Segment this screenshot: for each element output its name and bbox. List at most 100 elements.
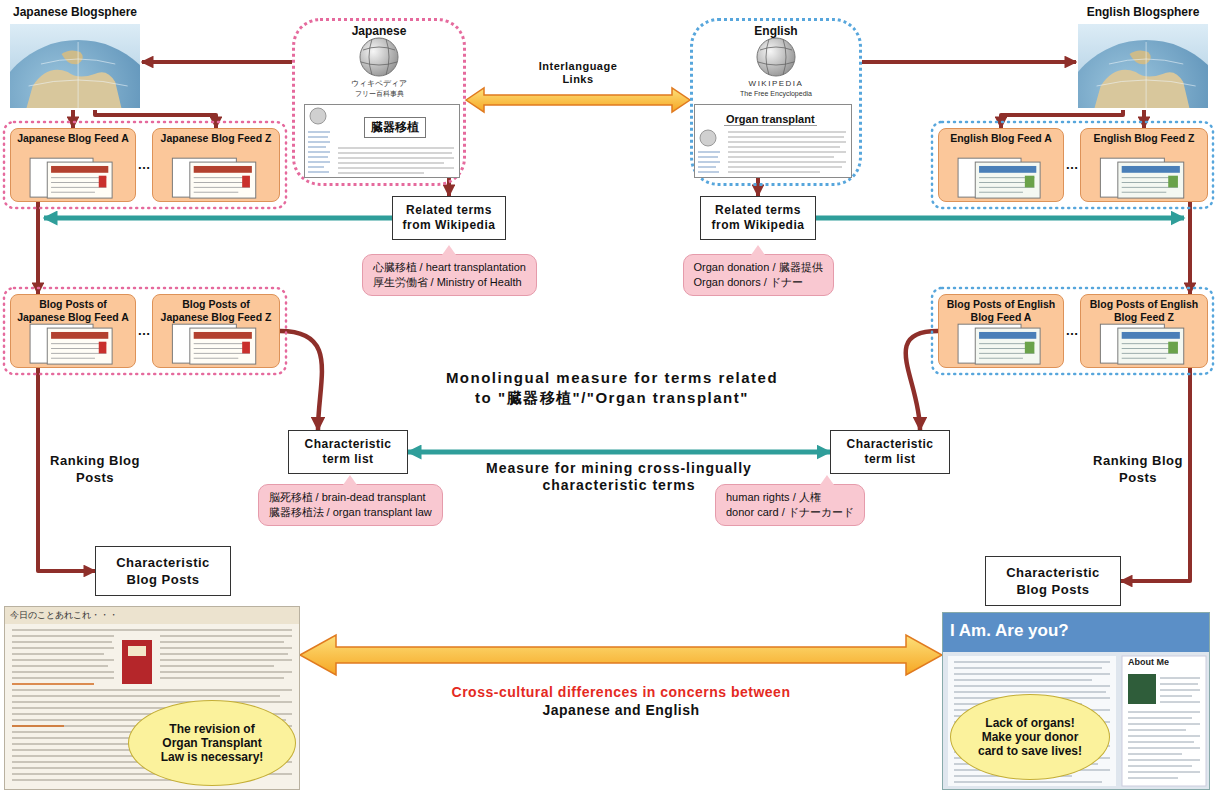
- illustration-part: [242, 176, 250, 188]
- blog-feed: English Blog Feed Z: [1080, 128, 1208, 202]
- illustration-part: [27, 70, 122, 108]
- illustration-part: [979, 344, 1034, 359]
- illustration-part: [695, 105, 852, 178]
- illustration-part: [943, 613, 1209, 652]
- blogsphere-globe: English Blogsphere: [1076, 2, 1210, 110]
- feed-group-outline: [932, 122, 1213, 208]
- blog-posts: Blog Posts of English Blog Feed A: [938, 294, 1064, 368]
- blog-feed: English Blog Feed A: [938, 128, 1064, 202]
- edge-label: Interlanguage Links: [530, 60, 626, 86]
- illustration-part: [698, 152, 720, 172]
- flow-arrow: [71, 110, 75, 128]
- term-callout: human rights / 人権donor card / ドナーカード: [715, 484, 865, 526]
- section-caption: Monolingual measure for terms related to…: [392, 368, 832, 408]
- illustration-part: [30, 158, 93, 197]
- illustration-part: [1078, 24, 1208, 108]
- illustration-part: [51, 166, 108, 173]
- node-text: About Me: [1128, 657, 1202, 667]
- illustration-part: [1118, 162, 1184, 198]
- term-callout: 脳死移植 / brain-dead transplant臓器移植法 / orga…: [258, 484, 443, 526]
- node-text: Characteristic Blog Posts: [102, 554, 224, 588]
- illustration-part: [1122, 344, 1178, 359]
- illustration-part: [1122, 656, 1206, 786]
- illustration-part: [194, 166, 252, 173]
- curved-arrow: [906, 331, 938, 430]
- illustration-part: [1128, 674, 1156, 704]
- illustration-part: [1130, 50, 1151, 64]
- illustration-part: [310, 108, 326, 124]
- illustration-part: [1122, 332, 1180, 339]
- process-box: Related terms from Wikipedia: [700, 196, 816, 240]
- logo-text: ウィキペディア: [329, 79, 429, 88]
- logo-text: WIKIPEDIA: [726, 79, 826, 88]
- illustration-part: [1100, 324, 1164, 363]
- node-text: 厚生労働省 / Ministry of Health: [373, 275, 526, 290]
- illustration-part: [305, 105, 460, 178]
- illustration-part: [5, 607, 300, 790]
- result-box: Characteristic Blog Posts: [985, 556, 1121, 606]
- node-text: Organ transplant: [724, 113, 817, 126]
- illustration-part: [975, 162, 1040, 198]
- illustration-part: [99, 342, 107, 354]
- wikipedia-logo: [360, 38, 398, 76]
- illustration-part: [958, 324, 1021, 363]
- node-text: Organ donation / 臓器提供: [694, 260, 823, 275]
- illustration-part: [1118, 328, 1184, 364]
- illustration-part: [948, 656, 1116, 786]
- illustration-part: [190, 162, 256, 198]
- speech-bubble: Lack of organs! Make your donor card to …: [950, 694, 1110, 780]
- node-text: The revision of Organ Transplant Law is …: [154, 722, 270, 764]
- double-arrow: [466, 88, 690, 112]
- illustration-part: [728, 132, 846, 172]
- double-arrow: [300, 635, 942, 675]
- term-feed-arrow: [816, 216, 1184, 221]
- illustration-part: [943, 613, 1210, 790]
- wikipedia-page: Organ transplant: [694, 104, 852, 178]
- flow-arrow: [447, 178, 451, 196]
- node-text: Blog Posts of English Blog Feed Z: [1085, 298, 1203, 323]
- illustration-part: [1168, 342, 1178, 354]
- illustration-part: [62, 50, 83, 64]
- posts-group-outline: [4, 288, 286, 374]
- node-text: English: [693, 21, 859, 38]
- illustration-part: [12, 684, 94, 726]
- globe-picture: [1078, 24, 1208, 108]
- illustration-part: [979, 332, 1036, 339]
- node-text: English Blog Feed Z: [1085, 132, 1203, 145]
- node-text: Characteristic term list: [295, 437, 401, 467]
- blog-posts: Blog Posts of English Blog Feed Z: [1080, 294, 1208, 368]
- step-label: Ranking Blog Posts: [50, 452, 140, 486]
- node-text: 心臓移植 / heart transplantation: [373, 260, 526, 275]
- flow-arrow: [1188, 202, 1192, 294]
- blog-posts: Blog Posts of Japanese Blog Feed Z: [152, 294, 280, 368]
- wikipedia-page: 臓器移植: [304, 104, 460, 178]
- page-screenshot: [304, 104, 460, 178]
- illustration-part: [958, 158, 1021, 197]
- illustration-part: [1097, 42, 1196, 108]
- term-callout: Organ donation / 臓器提供Organ donors / ドナー: [683, 254, 834, 296]
- node-text: Japanese Blog Feed A: [15, 132, 131, 145]
- flow-arrow: [1001, 110, 1123, 128]
- node-text: 臓器移植法 / organ transplant law: [269, 505, 432, 520]
- term-list-box: Characteristic term list: [288, 430, 408, 474]
- flow-arrow: [756, 178, 760, 196]
- feed-group-outline: [4, 122, 286, 208]
- step-label: Ranking Blog Posts: [1093, 452, 1183, 486]
- illustration-part: [51, 332, 108, 339]
- node-text: Related terms from Wikipedia: [707, 203, 809, 233]
- node-text: Blog Posts of English Blog Feed A: [943, 298, 1059, 323]
- globe-picture: [10, 24, 140, 108]
- illustration-part: [194, 344, 250, 359]
- illustration-part: [1168, 176, 1178, 188]
- blog-screenshot: 今日のことあれこれ・・・The revision of Organ Transp…: [4, 606, 300, 790]
- node-text: Lack of organs! Make your donor card to …: [972, 716, 1088, 758]
- node-text: English Blogsphere: [1076, 2, 1210, 19]
- illustration-part: [1122, 166, 1180, 173]
- illustration-part: [338, 148, 454, 173]
- node-text: Characteristic term list: [837, 437, 943, 467]
- illustration-part: [979, 178, 1034, 193]
- illustration-part: [51, 178, 106, 193]
- illustration-part: [190, 328, 256, 364]
- ellipsis: …: [1065, 324, 1079, 338]
